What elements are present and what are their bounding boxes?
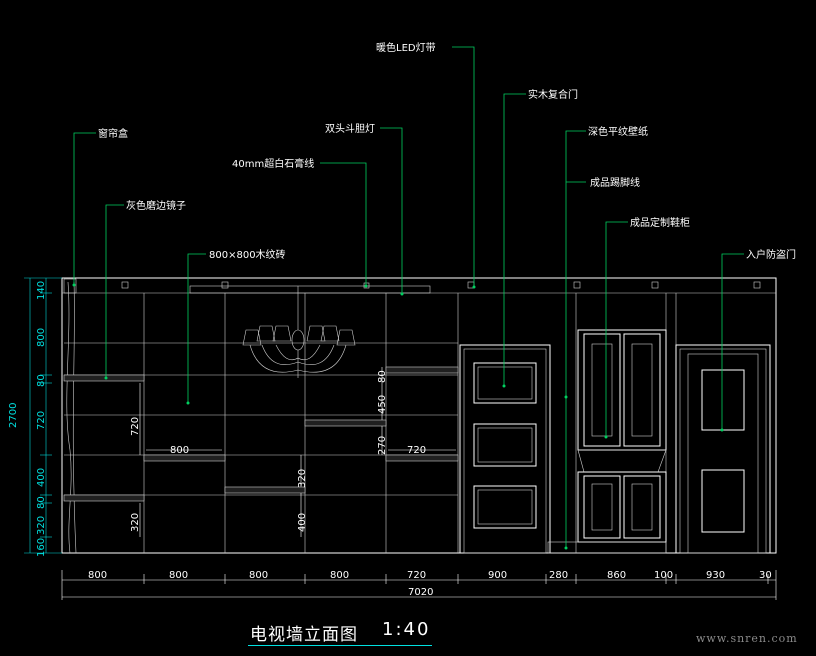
label-skirting: 成品踢脚线	[590, 176, 640, 189]
dim-left-8: 160	[36, 538, 47, 557]
dim-bottom-4: 800	[330, 570, 349, 581]
label-wood-tile: 800×800木纹砖	[209, 248, 286, 261]
drawing-scale: 1:40	[382, 619, 431, 640]
dim-bottom-9: 100	[654, 570, 673, 581]
label-wallpaper: 深色平纹壁纸	[588, 125, 648, 138]
curtain-box-shape	[63, 278, 77, 294]
dim-inner-80a: 80	[377, 370, 388, 383]
dim-left-3: 80	[36, 374, 47, 387]
label-spotlight: 双头斗胆灯	[325, 123, 375, 135]
dim-left-5: 400	[36, 468, 47, 487]
label-gypsum-line: 40mm超白石膏线	[232, 157, 314, 170]
title-underline	[248, 645, 432, 646]
dim-left-6: 80	[36, 496, 47, 509]
label-gray-mirror: 灰色磨边镜子	[126, 199, 186, 212]
dim-inner-450a: 450	[377, 395, 388, 414]
dim-total: 7020	[408, 587, 433, 598]
label-cabinet: 成品定制鞋柜	[630, 216, 690, 229]
dim-inner-320b: 320	[297, 469, 308, 488]
label-curtain-box: 窗帘盒	[98, 127, 128, 140]
ceiling-light-marks	[121, 281, 761, 289]
dim-left-7: 320	[36, 516, 47, 535]
ceiling-soffit	[189, 285, 431, 294]
label-led-strip: 暖色LED灯带	[376, 41, 436, 54]
label-wood-door: 实木复合门	[528, 88, 578, 101]
inner-dim-lines	[139, 367, 456, 537]
dim-bottom-3: 800	[249, 570, 268, 581]
curtain-shape	[66, 281, 72, 554]
dim-left-4: 720	[36, 411, 47, 430]
dim-inner-800a: 800	[170, 445, 189, 456]
dim-bottom-1: 800	[88, 570, 107, 581]
dim-left-2: 800	[36, 328, 47, 347]
leader-dots	[72, 283, 724, 550]
dim-bottom-10: 930	[706, 570, 725, 581]
dim-left-total: 2700	[8, 403, 19, 428]
leader-lines	[73, 46, 744, 548]
shoe-cabinet-shape	[547, 329, 667, 554]
dim-bottom-5: 720	[407, 570, 426, 581]
dim-bottom-11: 30	[759, 570, 772, 581]
watermark-text: www.snren.com	[696, 632, 798, 645]
dim-bottom-2: 800	[169, 570, 188, 581]
chandelier	[242, 286, 356, 378]
drawing-title: 电视墙立面图	[250, 625, 358, 645]
shelves	[63, 366, 459, 502]
left-dim-lines	[24, 277, 62, 554]
dim-inner-270a: 270	[377, 436, 388, 455]
dim-bottom-7: 280	[549, 570, 568, 581]
dim-bottom-6: 900	[488, 570, 507, 581]
dim-left-1: 140	[36, 281, 47, 300]
dim-inner-400a: 400	[297, 513, 308, 532]
dim-inner-720b: 720	[407, 445, 426, 456]
wall-outline	[61, 277, 777, 554]
label-security-door: 入户防盗门	[746, 248, 796, 261]
dim-bottom-8: 860	[607, 570, 626, 581]
dim-inner-320a: 320	[130, 513, 141, 532]
bottom-dim-lines	[61, 570, 777, 600]
dim-inner-720a: 720	[130, 417, 141, 436]
wood-door-shape	[459, 344, 551, 554]
security-door-shape	[675, 344, 771, 554]
